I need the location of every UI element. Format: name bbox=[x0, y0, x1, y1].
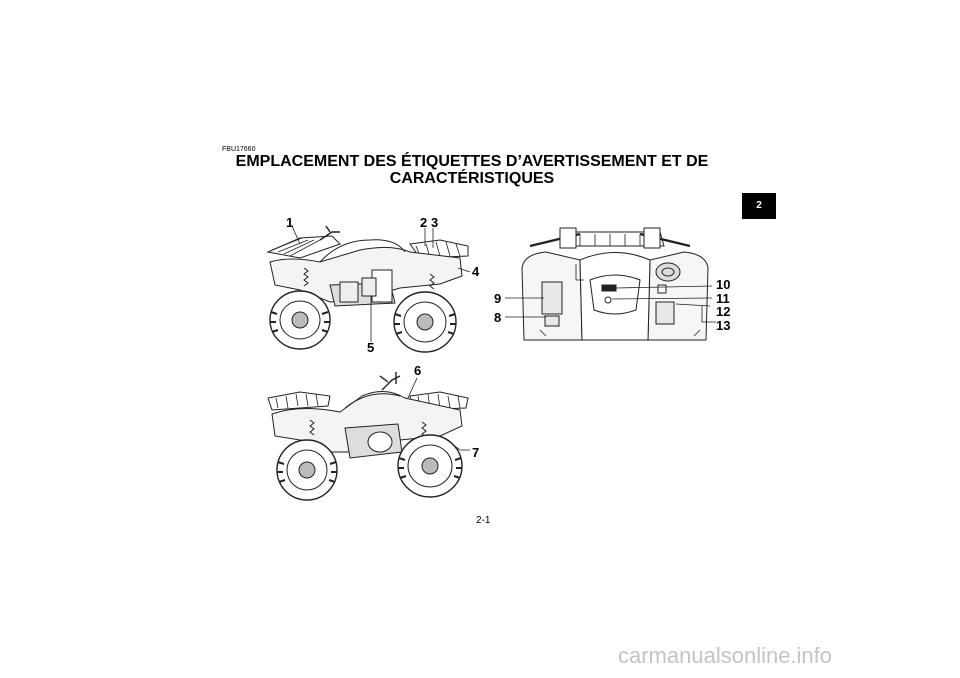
document-code: FBU17660 bbox=[222, 146, 256, 153]
atv-left-side-illustration bbox=[267, 372, 470, 501]
page-title: EMPLACEMENT DES ÉTIQUETTES D’AVERTISSEME… bbox=[222, 153, 722, 187]
chapter-tab: 2 bbox=[742, 193, 776, 219]
title-line-2: CARACTÉRISTIQUES bbox=[389, 170, 555, 187]
callout-1: 1 bbox=[286, 215, 294, 230]
callout-3: 3 bbox=[431, 215, 439, 230]
callout-12: 12 bbox=[716, 304, 731, 319]
callout-6: 6 bbox=[414, 363, 422, 378]
callout-2: 2 bbox=[420, 215, 428, 230]
atv-front-view-illustration bbox=[505, 227, 716, 341]
callout-10: 10 bbox=[716, 277, 731, 292]
title-line-1: EMPLACEMENT DES ÉTIQUETTES D’AVERTISSEME… bbox=[235, 153, 709, 170]
callout-9: 9 bbox=[494, 291, 502, 306]
callout-11: 11 bbox=[716, 291, 730, 306]
callout-8: 8 bbox=[494, 310, 502, 325]
callout-5: 5 bbox=[367, 340, 375, 355]
atv-right-side-illustration bbox=[266, 225, 471, 353]
watermark: carmanualsonline.info bbox=[618, 643, 833, 668]
callout-13: 13 bbox=[716, 318, 731, 333]
callout-4: 4 bbox=[472, 264, 480, 279]
callout-7: 7 bbox=[472, 445, 480, 460]
page-number: 2-1 bbox=[476, 515, 491, 526]
